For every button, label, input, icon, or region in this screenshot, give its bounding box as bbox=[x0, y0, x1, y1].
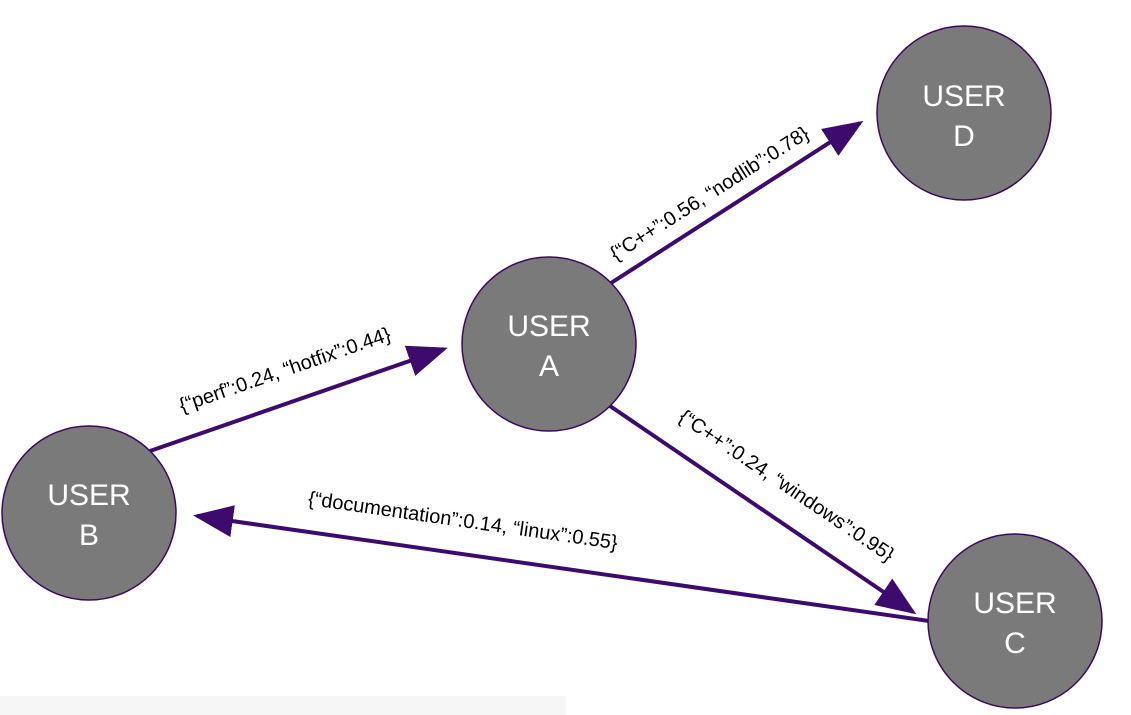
node-label-line1: USER bbox=[507, 310, 590, 343]
node-label-line2: A bbox=[539, 350, 559, 383]
node-label-line2: D bbox=[953, 120, 975, 153]
edge-label: {“documentation”:0.14, “linux”:0.55} bbox=[307, 488, 620, 554]
node-label-line2: C bbox=[1004, 627, 1026, 660]
node-user-b: USER B bbox=[1, 425, 177, 601]
edge-label: {“C++”:0.56, “nodlib”:0.78} bbox=[606, 122, 813, 265]
node-label-line1: USER bbox=[922, 80, 1005, 113]
node-label-line1: USER bbox=[973, 587, 1056, 620]
node-label-line2: B bbox=[79, 519, 99, 552]
node-circle bbox=[1, 425, 177, 601]
node-circle bbox=[927, 533, 1103, 709]
bottom-strip bbox=[0, 696, 566, 715]
edge-line bbox=[149, 345, 448, 453]
edge-line bbox=[193, 505, 930, 623]
node-circle bbox=[876, 25, 1052, 201]
node-circle bbox=[461, 256, 637, 432]
node-user-c: USER C bbox=[927, 533, 1103, 709]
node-label-line1: USER bbox=[47, 479, 130, 512]
edge-label: {“C++”:0.24, “windows”:0.95} bbox=[675, 406, 899, 567]
edge-line bbox=[609, 120, 864, 285]
edge-b-to-a: {“perf”:0.24, “hotfix”:0.44} bbox=[149, 323, 448, 453]
node-user-a: USER A bbox=[461, 256, 637, 432]
edge-a-to-d: {“C++”:0.56, “nodlib”:0.78} bbox=[606, 120, 864, 285]
node-user-d: USER D bbox=[876, 25, 1052, 201]
edge-line bbox=[608, 404, 917, 615]
